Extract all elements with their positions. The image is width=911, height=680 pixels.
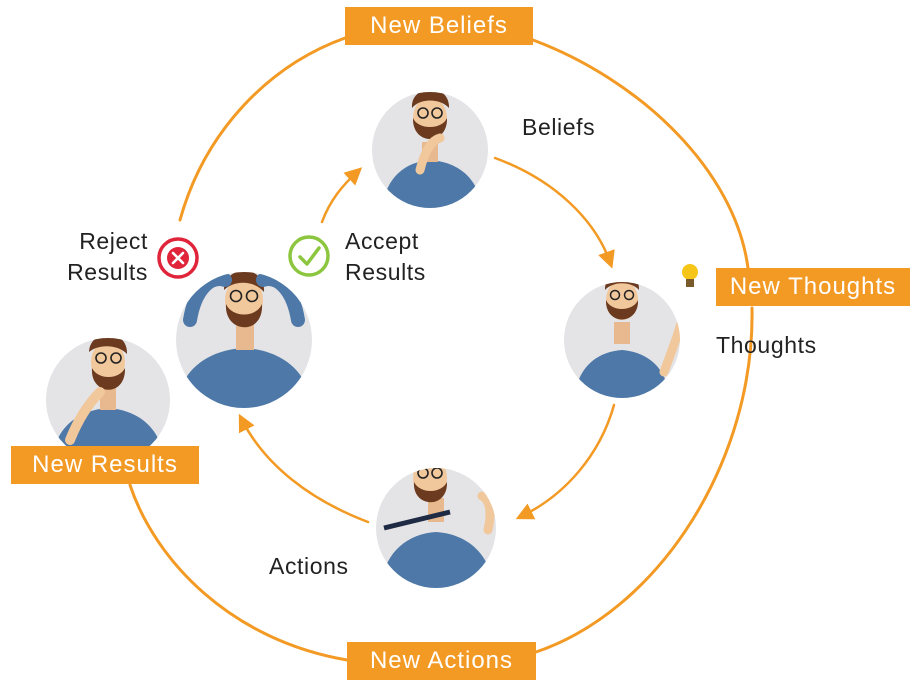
lightbulb-icon: [682, 264, 698, 287]
outer-cycle: [128, 36, 754, 662]
check-circle-icon: [288, 235, 330, 277]
inner-cycle: [238, 156, 616, 524]
accept-line-2: Results: [345, 259, 426, 285]
label-accept-results: Accept Results: [345, 226, 426, 288]
arrow-accept-to-beliefs: [320, 167, 363, 224]
avatar-actions: [376, 468, 496, 588]
label-new-results: New Results: [11, 446, 199, 484]
arrow-actions-to-results: [238, 413, 370, 524]
reject-line-2: Results: [67, 259, 148, 285]
label-actions: Actions: [269, 553, 349, 579]
outer-arc-thoughts-to-actions: [534, 306, 754, 654]
avatar-results-shocked: [176, 272, 312, 408]
accept-line-1: Accept: [345, 228, 419, 254]
label-reject-results: Reject Results: [40, 226, 148, 288]
avatar-beliefs: [372, 92, 488, 208]
outer-arc-beliefs-to-thoughts: [531, 38, 750, 270]
label-beliefs: Beliefs: [522, 114, 596, 140]
arrow-beliefs-to-thoughts: [493, 156, 615, 269]
reject-line-1: Reject: [79, 228, 148, 254]
x-circle-icon: [157, 237, 199, 279]
avatar-new-results: [46, 338, 170, 462]
outer-arc-actions-to-results: [128, 483, 349, 662]
avatar-thoughts: [564, 282, 680, 398]
label-new-actions: New Actions: [347, 642, 536, 680]
label-new-beliefs: New Beliefs: [345, 7, 533, 45]
arrow-thoughts-to-actions: [515, 403, 616, 520]
label-thoughts: Thoughts: [716, 332, 817, 358]
outer-arc-reject-to-beliefs: [178, 36, 347, 222]
label-new-thoughts: New Thoughts: [716, 268, 910, 306]
